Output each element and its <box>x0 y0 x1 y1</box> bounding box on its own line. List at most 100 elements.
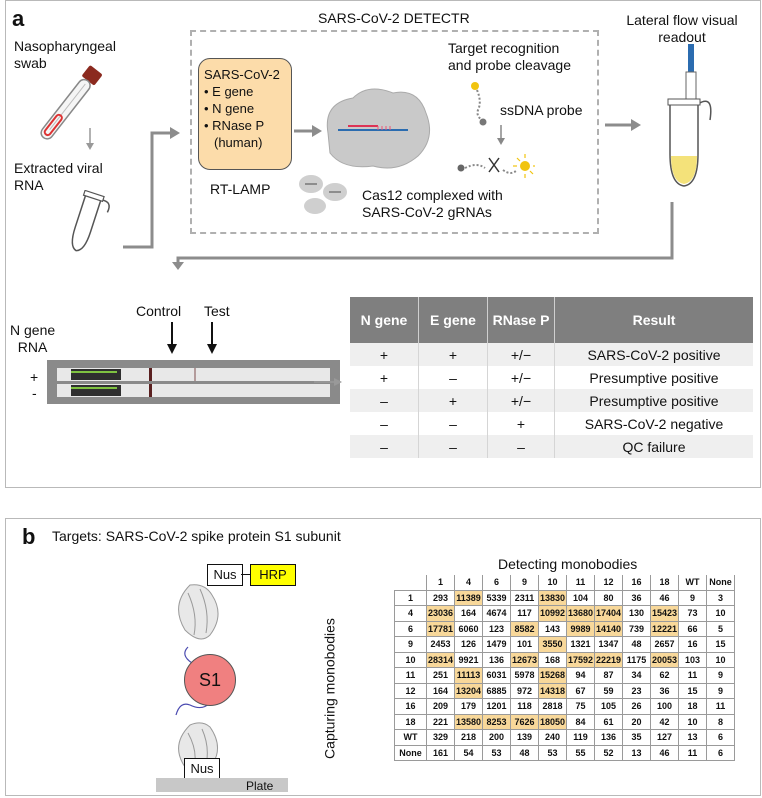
heatmap-cell: 34 <box>622 667 651 684</box>
heatmap-cell: 94 <box>566 667 595 684</box>
heatmap-cell: 209 <box>426 698 455 715</box>
panel-a-letter: a <box>12 6 25 31</box>
heatmap-cell: 23 <box>622 682 651 699</box>
cell: +/− <box>487 389 555 412</box>
readout-label-line1: Lateral flow visual <box>626 12 738 28</box>
heatmap-cell: 136 <box>594 729 623 746</box>
rna-tube-icon <box>71 190 110 252</box>
heatmap-cell: 13680 <box>566 605 595 622</box>
cell: +/− <box>487 366 555 389</box>
heatmap-cell: 136 <box>482 651 511 668</box>
heatmap-cell: 15 <box>678 682 707 699</box>
heatmap-column-header: 4 <box>454 575 483 591</box>
heatmap-cell: 2818 <box>538 698 567 715</box>
heatmap-row-header: 1 <box>394 589 427 606</box>
heatmap-column-header: None <box>706 575 735 591</box>
heatmap-cell: 17592 <box>566 651 595 668</box>
heatmap-cell: 123 <box>482 620 511 637</box>
heatmap-cell: 1347 <box>594 636 623 653</box>
heatmap-cell: 4674 <box>482 605 511 622</box>
heatmap-cell: 13 <box>678 729 707 746</box>
cell: SARS-CoV-2 positive <box>554 343 753 366</box>
heatmap-cell: 126 <box>454 636 483 653</box>
heatmap-cell: 80 <box>594 589 623 606</box>
heatmap-cell: 1321 <box>566 636 595 653</box>
heatmap-cell: 240 <box>538 729 567 746</box>
heatmap-cell: 103 <box>678 651 707 668</box>
table-row: – + +/− Presumptive positive <box>350 389 753 412</box>
cell: Presumptive positive <box>589 369 719 386</box>
heatmap-cell: 17781 <box>426 620 455 637</box>
heatmap-cell: 9 <box>706 667 735 684</box>
strip-arrows <box>167 322 217 354</box>
heatmap-cell: 46 <box>650 744 679 761</box>
cas12-complex-icon <box>326 88 431 169</box>
heatmap-cell: 61 <box>594 713 623 730</box>
heatmap-cell: 1201 <box>482 698 511 715</box>
heatmap-row-header: 18 <box>394 713 427 730</box>
detectr-box <box>190 30 599 234</box>
table-row: – – – QC failure <box>350 435 753 458</box>
heatmap-cell: 7626 <box>510 713 539 730</box>
heatmap-cell: 105 <box>594 698 623 715</box>
targets-label: Targets: SARS-CoV-2 spike protein S1 sub… <box>52 528 341 544</box>
heatmap-cell: 13 <box>622 744 651 761</box>
cell: – <box>487 435 555 458</box>
flow-arrow-3 <box>172 202 674 270</box>
strip-ngene-line2: RNA <box>17 339 48 355</box>
heatmap-cell: 329 <box>426 729 455 746</box>
lamp-line-3: • N gene <box>204 101 255 116</box>
flow-arrow-1 <box>123 127 180 249</box>
heatmap-cell: 221 <box>426 713 455 730</box>
heatmap-cell: 14318 <box>538 682 567 699</box>
heatmap-cell: 10 <box>706 651 735 668</box>
heatmap-cell: 26 <box>622 698 651 715</box>
rt-lamp-label: RT-LAMP <box>210 181 271 197</box>
heatmap-row-header: 4 <box>394 605 427 622</box>
swab-label: Nasopharyngeal swab <box>14 38 116 72</box>
heatmap-cell: 12673 <box>510 651 539 668</box>
heatmap-cell: 8253 <box>482 713 511 730</box>
heatmap-cell: 9921 <box>454 651 483 668</box>
heatmap-cell: 66 <box>678 620 707 637</box>
result-table: N gene E gene RNase P Result + + +/− SAR… <box>350 297 753 458</box>
heatmap-cell: 3 <box>706 589 735 606</box>
heatmap-cell: 35 <box>622 729 651 746</box>
swab-label-line1: Nasopharyngeal <box>14 38 116 54</box>
cell: SARS-CoV-2 negative <box>584 415 724 432</box>
cell: + <box>418 389 488 412</box>
heatmap-cell: 6031 <box>482 667 511 684</box>
ssdna-probe-label: ssDNA probe <box>500 102 583 118</box>
heatmap-cell: 119 <box>566 729 595 746</box>
cell: + <box>487 412 555 435</box>
heatmap-cell: 10 <box>678 713 707 730</box>
heatmap-cell: 6 <box>706 729 735 746</box>
heatmap-cell: 20 <box>622 713 651 730</box>
heatmap-cell: 972 <box>510 682 539 699</box>
swab-label-line2: swab <box>14 55 47 71</box>
plate-bar <box>156 778 288 792</box>
nus-bottom-box: Nus <box>184 758 220 780</box>
heatmap-cell: 168 <box>538 651 567 668</box>
heatmap-cell: 18050 <box>538 713 567 730</box>
cell: – <box>418 435 488 458</box>
heatmap-cell: 127 <box>650 729 679 746</box>
heatmap-cell: 14140 <box>594 620 623 637</box>
heatmap-corner <box>395 575 427 590</box>
rna-label-line1: Extracted viral <box>14 160 103 176</box>
heatmap-cell: 36 <box>650 682 679 699</box>
strip-ngene-label: N gene RNA <box>10 322 55 356</box>
strip-to-table-arrow <box>314 378 342 386</box>
heatmap-cell: 23036 <box>426 605 455 622</box>
heatmap-row-header: 9 <box>394 636 427 653</box>
rna-label-line2: RNA <box>14 177 44 193</box>
table-row: + + +/− SARS-CoV-2 positive <box>350 343 753 366</box>
heatmap-cell: 48 <box>510 744 539 761</box>
heatmap-cell: 22219 <box>594 651 623 668</box>
